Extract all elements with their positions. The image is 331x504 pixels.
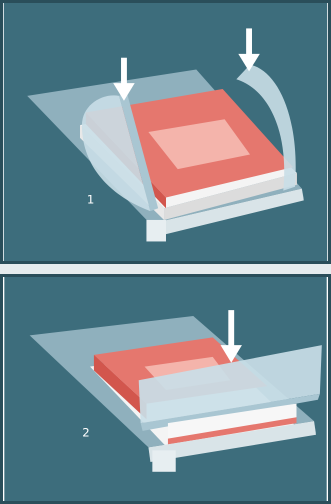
step-number-label: 1	[87, 192, 94, 206]
step-1-illustration: 1	[3, 3, 328, 261]
step-2-illustration: 2	[3, 277, 328, 501]
step-2-panel: 2	[0, 274, 331, 504]
step-number-label: 2	[82, 426, 89, 440]
base-bar-cap	[152, 450, 175, 471]
step-1-panel: 1	[0, 0, 331, 264]
base-bar-cap	[146, 220, 166, 242]
panel-separator	[0, 264, 331, 274]
